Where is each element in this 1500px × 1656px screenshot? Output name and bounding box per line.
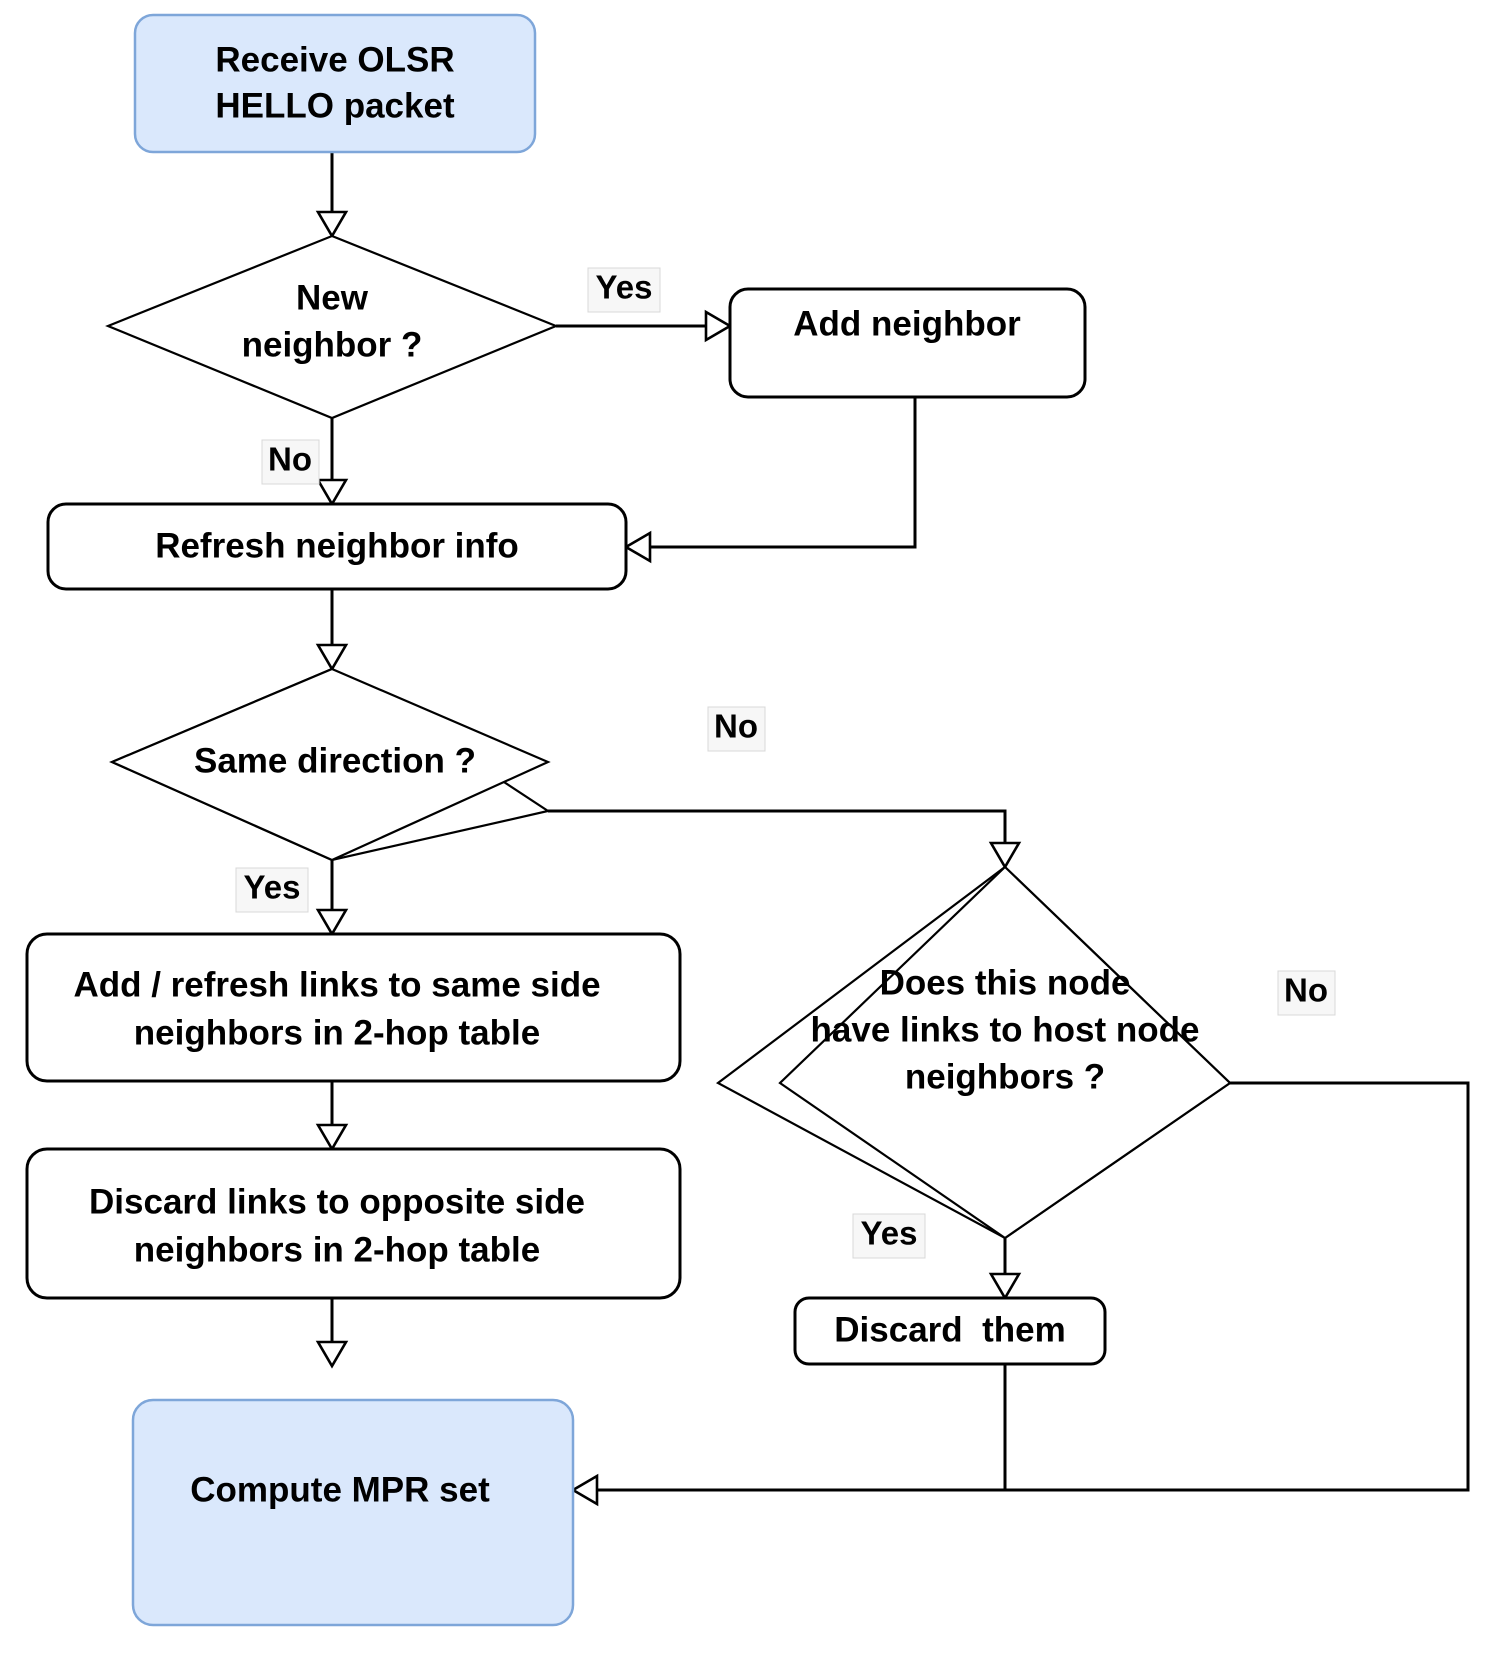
edge-same-direction-yes-to-add-refresh-links [315,860,349,937]
node-compute-mpr-set[interactable]: Compute MPR set [131,1398,575,1627]
node-add-neighbor[interactable]: Add neighbor [728,287,1087,399]
edge-receive-to-new-neighbor [315,152,349,239]
node-discard-links-line-1: Discard links to opposite side [89,1182,585,1221]
edge-add-refresh-links-to-discard-links [315,1081,349,1152]
edge-label-same-direction-no: No [707,706,766,752]
node-has-links-to-host-decision[interactable]: Does this node have links to host node n… [715,865,1232,1240]
node-add-refresh-links-line-2: neighbors in 2-hop table [134,1013,540,1052]
node-new-neighbor-line-2: neighbor ? [242,325,423,364]
node-receive-line-2: HELLO packet [215,86,455,125]
node-add-refresh-links[interactable]: Add / refresh links to same side neighbo… [25,932,682,1083]
node-has-links-line-3: neighbors ? [905,1057,1105,1096]
edge-refresh-to-same-direction [315,589,349,672]
edge-label-has-links-yes: Yes [852,1213,926,1259]
edge-has-links-no-to-compute-mpr [570,1081,1470,1507]
edge-label-has-links-no-text: No [1284,972,1328,1009]
node-add-neighbor-label: Add neighbor [793,304,1021,343]
edge-label-new-neighbor-yes: Yes [587,267,661,313]
node-discard-them[interactable]: Discard them [793,1296,1107,1366]
node-has-links-line-1: Does this node [880,963,1131,1002]
node-refresh-neighbor-info[interactable]: Refresh neighbor info [46,502,628,591]
edge-label-same-direction-yes: Yes [235,867,309,913]
node-add-refresh-links-line-1: Add / refresh links to same side [73,965,600,1004]
edge-label-has-links-yes-text: Yes [861,1215,918,1252]
edge-same-direction-no-to-has-links [548,809,1022,870]
node-discard-links[interactable]: Discard links to opposite side neighbors… [25,1147,682,1300]
node-same-direction-label: Same direction ? [194,741,476,780]
edge-has-links-yes-to-discard-them [988,1238,1022,1301]
node-compute-mpr-set-label: Compute MPR set [190,1470,490,1509]
node-new-neighbor-decision[interactable]: New neighbor ? [105,234,559,420]
edge-new-neighbor-yes-to-add-neighbor [556,309,733,343]
node-refresh-neighbor-info-label: Refresh neighbor info [155,526,519,565]
edge-label-new-neighbor-yes-text: Yes [596,269,653,306]
edge-label-has-links-no: No [1277,970,1336,1016]
node-has-links-line-2: have links to host node [811,1010,1200,1049]
edge-label-same-direction-no-text: No [714,708,758,745]
edge-new-neighbor-no-to-refresh [315,418,349,507]
edge-label-new-neighbor-no-text: No [268,441,312,478]
node-discard-them-label: Discard them [834,1310,1065,1349]
edge-label-new-neighbor-no: No [261,439,320,485]
node-same-direction-decision[interactable]: Same direction ? [109,667,551,862]
node-discard-links-line-2: neighbors in 2-hop table [134,1230,540,1269]
edge-discard-links-to-compute-mpr [315,1298,349,1369]
node-new-neighbor-line-1: New [296,278,369,317]
edge-add-neighbor-to-refresh [623,396,917,564]
edge-label-same-direction-yes-text: Yes [244,869,301,906]
node-receive-olsr-hello-packet[interactable]: Receive OLSR HELLO packet [133,13,537,154]
node-receive-line-1: Receive OLSR [215,40,454,79]
